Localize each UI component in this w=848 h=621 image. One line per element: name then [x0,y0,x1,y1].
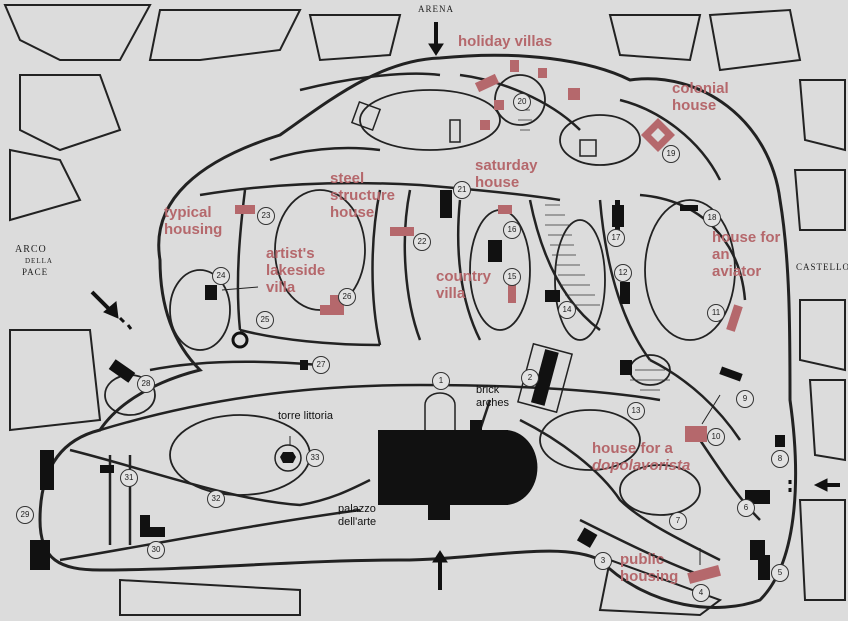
fountain-marker [231,331,249,349]
label-house-for-an-aviator: house for an aviator [712,229,781,280]
label-country-villa: country villa [436,268,492,302]
edge-label-arena: ARENA [418,4,454,14]
entry-arrows [90,22,840,590]
edge-label-arco-line2: DELLA [25,257,53,265]
marker-17: 17 [607,229,625,247]
marker-2: 2 [521,369,539,387]
label-public-housing: public housing [620,551,679,585]
marker-21: 21 [453,181,471,199]
marker-15: 15 [503,268,521,286]
marker-32: 32 [207,490,225,508]
outlined-buildings [350,100,597,414]
label-palazzo-dellarte: palazzo dell'arte [338,503,377,528]
marker-7: 7 [669,512,687,530]
palazzo-dellarte-building [378,420,538,520]
marker-4: 4 [692,584,710,602]
marker-9: 9 [736,390,754,408]
lake-hatching [518,109,670,391]
marker-13: 13 [627,402,645,420]
label-colonial-house: colonial house [672,80,729,114]
marker-10: 10 [707,428,725,446]
marker-20: 20 [513,93,531,111]
marker-5: 5 [771,564,789,582]
label-saturday-house: saturday house [475,157,538,191]
marker-33: 33 [306,449,324,467]
city-blocks [3,4,846,617]
edge-label-arco-line1: ARCO [15,244,47,255]
label-typical-housing: typical housing [164,204,223,238]
label-brick-arches: brick arches [476,384,510,409]
marker-1: 1 [432,372,450,390]
edge-label-castello: CASTELLO [796,262,848,272]
marker-14: 14 [558,301,576,319]
label-torre-littoria: torre littoria [278,410,334,422]
palazzo-courtyard [424,392,456,430]
marker-31: 31 [120,469,138,487]
marker-3: 3 [594,552,612,570]
marker-24: 24 [212,267,230,285]
label-dopolavorista-italic: dopolavorista [592,457,691,474]
marker-29: 29 [16,506,34,524]
marker-16: 16 [503,221,521,239]
marker-8: 8 [771,450,789,468]
edge-label-arco-line3: PACE [22,267,49,277]
marker-28: 28 [137,375,155,393]
label-holiday-villas: holiday villas [458,33,553,50]
label-artists-lakeside-villa: artist's lakeside villa [266,245,326,296]
marker-23: 23 [257,207,275,225]
label-house-for-a-dopolavorista: house for a dopolavorista [592,440,691,474]
marker-6: 6 [737,499,755,517]
marker-30: 30 [147,541,165,559]
buildings [30,190,785,580]
marker-27: 27 [312,356,330,374]
torre-littoria-marker [274,444,302,472]
park-boundary [38,53,798,609]
dashed-accesses [118,316,792,492]
marker-22: 22 [413,233,431,251]
marker-19: 19 [662,145,680,163]
annotated-buildings [235,60,743,584]
marker-18: 18 [703,209,721,227]
marker-12: 12 [614,264,632,282]
marker-11: 11 [707,304,725,322]
marker-25: 25 [256,311,274,329]
label-steel-structure-house: steel structure house [330,170,396,221]
marker-26: 26 [338,288,356,306]
